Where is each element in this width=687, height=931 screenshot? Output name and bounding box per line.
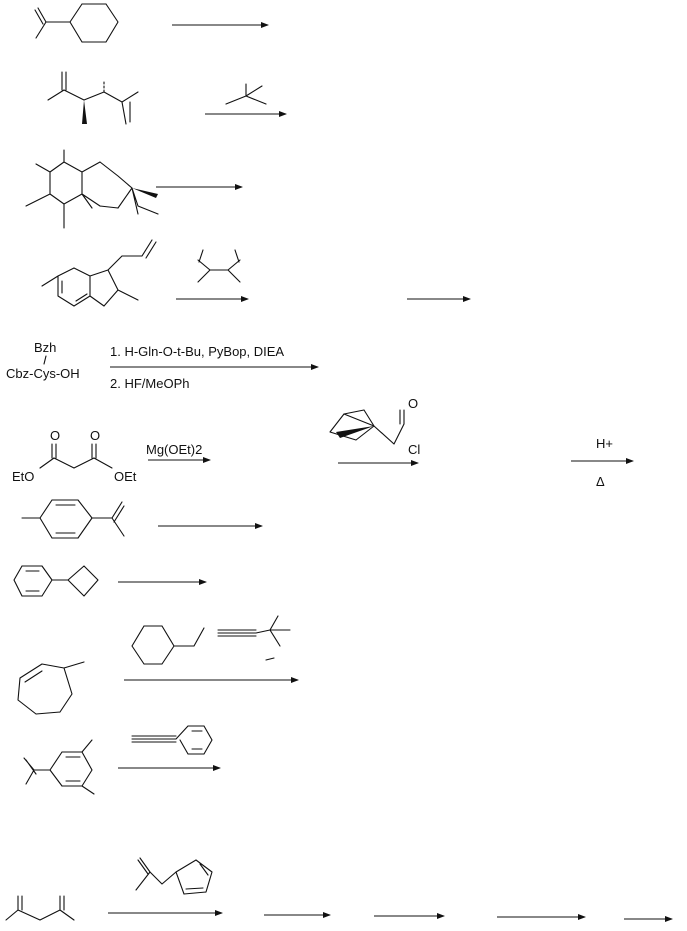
row1-isopropenylcyclohexane [34,3,119,43]
acid-chloride-chlorine: Cl [408,442,420,457]
coupling-step-2: 2. HF/MeOPh [110,376,189,391]
row9-ethylcyclohexane-reagent [131,625,205,665]
row4-dimethylbutadiene [197,249,241,283]
row2-tert-butyl-reagent [225,83,267,105]
row4-substituted-indole [41,239,157,307]
row9-methylcycloheptene [17,661,85,715]
row10-phenylacetylene [131,725,213,755]
malonate-left-oxygen: O [50,428,60,443]
malonate-ethoxy-left: EtO [12,469,34,484]
magnesium-ethoxide-reagent: Mg(OEt)2 [146,442,202,457]
row9-tert-butylacetylene-reagent [217,615,291,661]
substrate-label: Cbz-Cys-OH [6,366,80,381]
malonate-right-oxygen: O [90,428,100,443]
row10-dimethylstyrene [23,739,95,795]
row3-tetramethyltetralin [25,149,159,229]
heat-label: Δ [596,474,605,489]
acid-catalyst-label: H+ [596,436,613,451]
coupling-step-1: 1. H-Gln-O-t-Bu, PyBop, DIEA [110,344,284,359]
bicyclic-acid-chloride [329,409,405,445]
row8-phenylcyclobutane [13,565,99,597]
acid-chloride-oxygen: O [408,396,418,411]
malonate-ethoxy-right: OEt [114,469,137,484]
protecting-group-label: Bzh [34,340,56,355]
row7-isopropenyltoluene [21,499,125,539]
row11-isopropenylcyclopentadiene [135,857,213,895]
row2-dimethylhexadiene [47,71,139,125]
row6-diethyl-malonate [39,443,113,469]
row11-dimethylpentadiene [5,895,75,921]
